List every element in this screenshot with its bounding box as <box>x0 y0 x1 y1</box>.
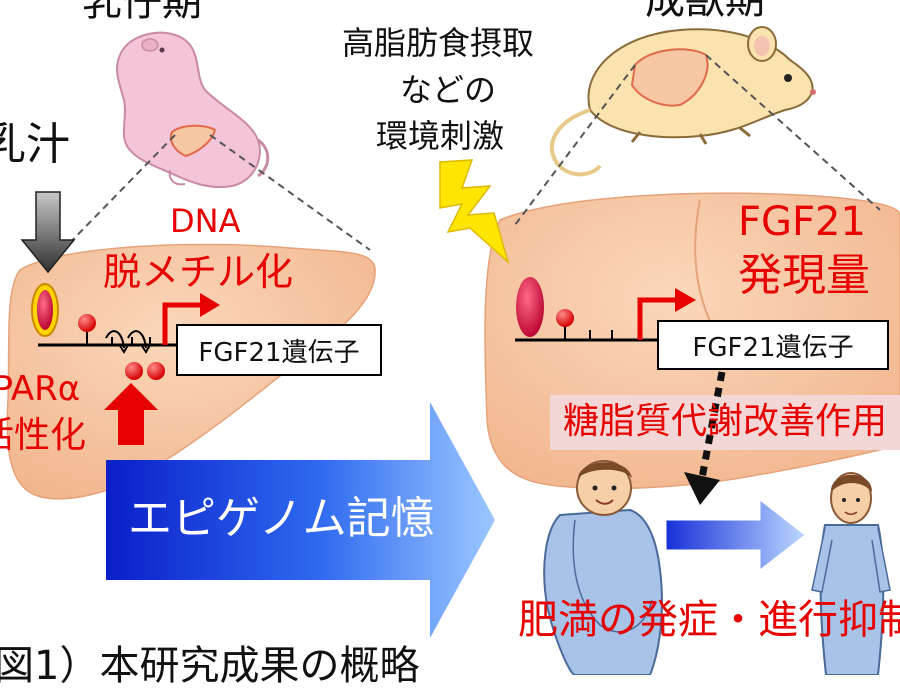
environment-label-line1: 高脂肪食摂取 <box>342 24 535 62</box>
epigenome-memory-label: エピゲノム記憶 <box>128 493 435 544</box>
milk-down-arrow <box>20 191 76 274</box>
ppar-label-line2: 活性化 <box>0 415 87 456</box>
expression-label-line2: 発現量 <box>738 250 870 301</box>
environment-label-line2: などの <box>400 71 497 109</box>
man-obese-icon <box>543 460 663 675</box>
epigenome-memory-arrow <box>106 402 495 638</box>
gene-schematic-left <box>31 283 220 380</box>
dotted-down-arrow <box>684 371 726 505</box>
figure-caption: 図1）本研究成果の概略 <box>0 643 420 689</box>
expression-label-line1: FGF21 <box>738 199 866 245</box>
milk-label: 乳汁 <box>0 119 70 170</box>
environment-label-line3: 環境刺激 <box>376 117 505 155</box>
ppar-label-line1: PPARα <box>0 369 81 409</box>
improvement-band <box>550 395 900 450</box>
newborn-mouse-icon <box>116 31 270 188</box>
adult-mouse-icon <box>549 26 816 177</box>
obesity-suppression-label: 肥満の発症・進行抑制 <box>518 597 900 643</box>
zoom-lines <box>54 54 881 259</box>
gene-schematic-right <box>515 277 696 342</box>
demethylation-label-line2: 脱メチル化 <box>103 250 294 294</box>
man-slim-icon <box>811 472 891 675</box>
ppar-up-arrow <box>104 383 158 445</box>
left-stage-title: 乳仔期 <box>82 0 202 25</box>
gene-box-left: FGF21遺伝子 <box>176 324 382 376</box>
improvement-label: 糖脂質代謝改善作用 <box>563 401 888 442</box>
right-stage-title: 成獣期 <box>645 0 765 23</box>
demethylation-label-line1: DNA <box>170 202 241 240</box>
lightning-bolt-icon <box>439 159 510 265</box>
slim-down-arrow <box>665 498 806 572</box>
gene-box-right: FGF21遺伝子 <box>657 320 889 370</box>
